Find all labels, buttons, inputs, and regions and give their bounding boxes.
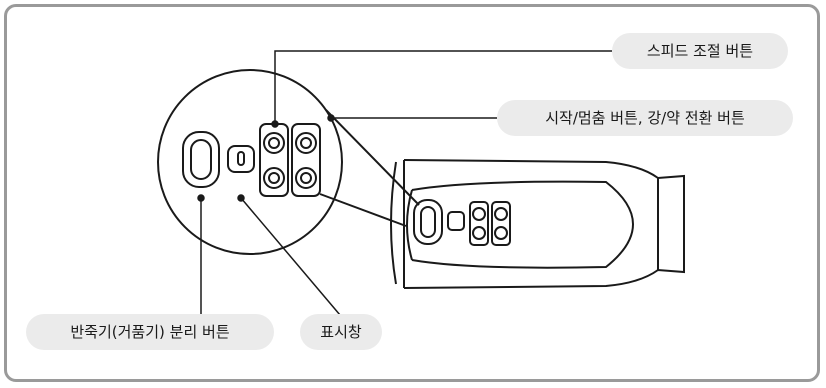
magnifier-circle: [157, 69, 343, 255]
start-stop-button-label: 시작/멈춤 버튼, 강/약 전환 버튼: [497, 100, 793, 136]
speed-button-label: 스피드 조절 버튼: [612, 33, 788, 69]
leader-speed: [274, 50, 612, 124]
display-label: 표시창: [300, 314, 382, 350]
leader-dot-display: [237, 194, 245, 202]
leader-dot-speed: [271, 120, 279, 128]
separate-button-label: 반죽기(거품기) 분리 버튼: [26, 314, 274, 350]
leader-display: [240, 197, 341, 316]
magnifier-connector-bottom: [319, 193, 407, 227]
mixer-device: [390, 159, 685, 289]
leader-dot-start-stop: [327, 114, 335, 122]
zoom-controls: [182, 123, 321, 197]
leader-dot-separate: [197, 194, 205, 202]
magnifier-connector-top: [325, 109, 420, 206]
